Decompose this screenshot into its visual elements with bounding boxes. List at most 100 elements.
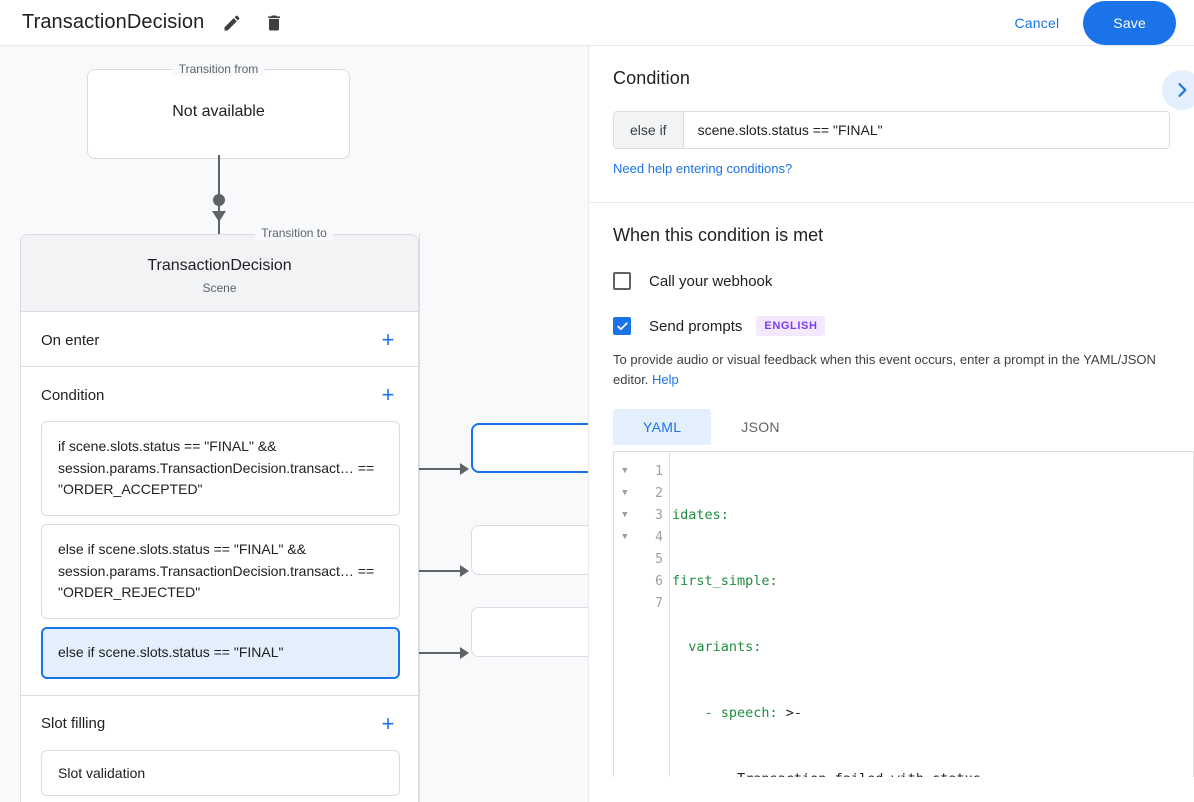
code-indent (672, 639, 688, 655)
transition-from-value: Not available (172, 103, 265, 120)
pencil-icon[interactable] (218, 9, 246, 37)
transition-to-legend: Transition to (255, 226, 333, 240)
slot-filling-list: Slot validation (21, 749, 418, 802)
target-node-1[interactable] (471, 423, 588, 473)
gutter-row: 5 (614, 548, 669, 570)
condition-section: Condition else if Need help entering con… (589, 46, 1194, 203)
gutter-row: ▼3 (614, 504, 669, 526)
gutter-row: ▼2 (614, 482, 669, 504)
fold-arrow-icon[interactable]: ▼ (622, 487, 628, 498)
editor-format-tabs: YAML JSON (613, 409, 1170, 445)
scene-graph-canvas: Transition from Not available Transition… (0, 46, 588, 802)
target-node-3[interactable] (471, 607, 588, 657)
section-condition: Condition + if scene.slots.status == "FI… (21, 367, 418, 696)
code-indent (672, 771, 737, 777)
code-line: - speech: >- (670, 702, 1194, 724)
chevron-right-icon[interactable] (1162, 70, 1194, 110)
section-slot-filling: Slot filling + Slot validation (21, 696, 418, 802)
fold-arrow-icon[interactable]: ▼ (622, 531, 628, 542)
section-on-enter: On enter + (21, 312, 418, 367)
prompts-description-text: To provide audio or visual feedback when… (613, 352, 1156, 387)
section-condition-header: Condition + (21, 367, 418, 421)
line-number: 2 (655, 485, 663, 501)
code-editor[interactable]: ▼1 ▼2 ▼3 ▼4 5 6 7 idates: first_simple: … (613, 451, 1194, 777)
language-badge: ENGLISH (756, 316, 826, 336)
condition-input-row: else if (613, 111, 1170, 149)
top-bar: TransactionDecision Cancel Save (0, 0, 1194, 46)
target-node-2[interactable] (471, 525, 588, 575)
code-line: first_simple: (670, 570, 1194, 592)
connector-arrow-icon (212, 211, 226, 222)
edge-arrow-3-icon (460, 647, 469, 659)
section-condition-title: Condition (41, 386, 105, 404)
code-line: Transaction failed with status (670, 768, 1194, 777)
send-prompts-label: Send prompts (649, 317, 743, 335)
edge-arrow-2-icon (460, 565, 469, 577)
when-condition-met-section: When this condition is met Call your web… (589, 203, 1194, 777)
when-condition-met-heading: When this condition is met (613, 225, 824, 245)
code-rest: >- (777, 705, 803, 721)
call-webhook-row: Call your webhook (613, 272, 1170, 290)
fold-arrow-icon[interactable]: ▼ (622, 509, 628, 520)
line-number: 5 (655, 551, 663, 567)
code-line: idates: (670, 504, 1194, 526)
code-key: first_simple: (672, 573, 778, 589)
send-prompts-row: Send prompts ENGLISH (613, 316, 1170, 336)
gutter-row: 6 (614, 570, 669, 592)
transition-from-legend: Transition from (172, 62, 265, 76)
add-on-enter-button[interactable]: + (381, 327, 395, 352)
edge-line-2 (400, 570, 462, 572)
transition-to-panel: TransactionDecision Scene On enter + Con… (20, 234, 419, 802)
edge-arrow-1-icon (460, 463, 469, 475)
line-number: 1 (655, 463, 663, 479)
editor-gutter: ▼1 ▼2 ▼3 ▼4 5 6 7 (614, 452, 670, 777)
condition-card-list: if scene.slots.status == "FINAL" && sess… (21, 421, 418, 695)
scene-name: TransactionDecision (147, 257, 292, 274)
code-key: - speech: (704, 705, 778, 721)
edge-line-3 (400, 652, 462, 654)
prompts-help-link[interactable]: Help (652, 371, 679, 387)
section-slot-filling-title: Slot filling (41, 715, 106, 733)
section-slot-filling-header: Slot filling + (21, 696, 418, 750)
trash-icon[interactable] (260, 9, 288, 37)
section-on-enter-header: On enter + (21, 312, 418, 366)
page-title: TransactionDecision (22, 11, 205, 33)
scene-header[interactable]: TransactionDecision Scene (21, 235, 418, 312)
line-number: 7 (655, 595, 663, 611)
tab-yaml[interactable]: YAML (613, 409, 712, 445)
prompts-description: To provide audio or visual feedback when… (613, 350, 1170, 389)
code-key: variants: (688, 639, 762, 655)
gutter-row: ▼4 (614, 526, 669, 548)
condition-card[interactable]: else if scene.slots.status == "FINAL" (41, 627, 400, 679)
gutter-row: 7 (614, 592, 669, 614)
edge-line-1 (400, 468, 462, 470)
call-webhook-checkbox[interactable] (613, 272, 631, 290)
cancel-button[interactable]: Cancel (1003, 7, 1072, 39)
transition-from-box: Transition from Not available (87, 62, 350, 159)
call-webhook-label: Call your webhook (649, 272, 773, 290)
condition-heading: Condition (613, 68, 690, 88)
condition-input[interactable] (683, 112, 1169, 148)
add-condition-button[interactable]: + (381, 382, 395, 407)
line-number: 4 (655, 529, 663, 545)
send-prompts-checkbox[interactable] (613, 317, 631, 335)
condition-help-link[interactable]: Need help entering conditions? (613, 161, 793, 176)
scene-type: Scene (202, 281, 237, 295)
connector-line (218, 155, 220, 255)
section-on-enter-title: On enter (41, 331, 100, 349)
add-slot-filling-button[interactable]: + (381, 710, 395, 736)
editor-code-area[interactable]: idates: first_simple: variants: - speech… (670, 452, 1194, 777)
tab-json[interactable]: JSON (741, 419, 780, 435)
condition-card[interactable]: if scene.slots.status == "FINAL" && sess… (41, 421, 400, 517)
save-button[interactable]: Save (1083, 0, 1176, 45)
condition-card[interactable]: else if scene.slots.status == "FINAL" &&… (41, 524, 400, 620)
condition-detail-panel: Condition else if Need help entering con… (588, 46, 1194, 802)
line-number: 6 (655, 573, 663, 589)
condition-prefix-label: else if (614, 112, 684, 148)
fold-arrow-icon[interactable]: ▼ (622, 465, 628, 476)
slot-validation-card[interactable]: Slot validation (41, 749, 400, 796)
line-number: 3 (655, 507, 663, 523)
code-rest: Transaction failed with status (737, 771, 981, 777)
gutter-row: ▼1 (614, 460, 669, 482)
